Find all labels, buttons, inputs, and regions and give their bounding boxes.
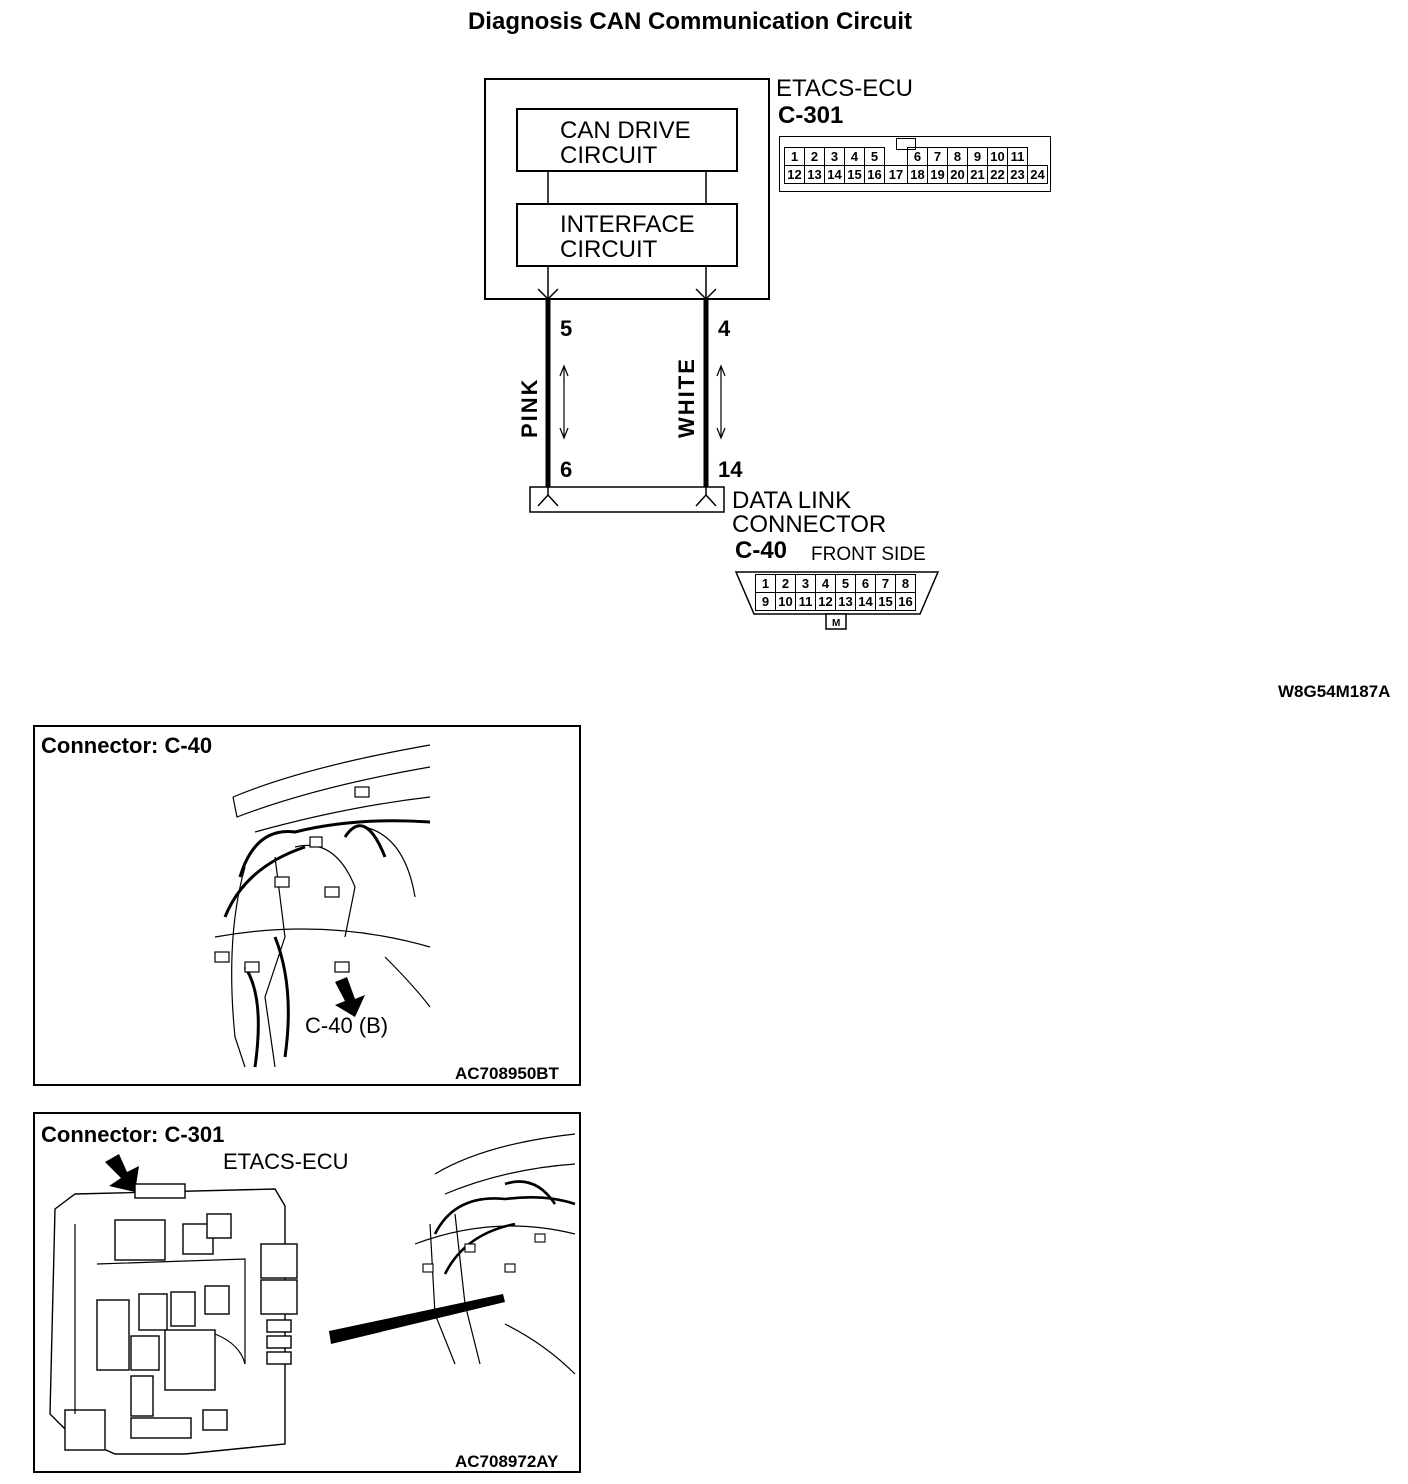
c301-pin-21: 21: [967, 165, 988, 184]
panel1-title: Connector: C-40: [41, 733, 213, 758]
c301-pin-19: 19: [927, 165, 948, 184]
panel2-code: AC708972AY: [455, 1452, 559, 1471]
panel2-title: Connector: C-301: [41, 1122, 225, 1147]
wedge-pointer-icon: [329, 1294, 505, 1344]
c40-pin-5: 5: [835, 574, 856, 593]
c40-pin-15: 15: [875, 592, 896, 611]
bidirectional-arrow-left-icon: [559, 364, 569, 440]
c40-pin-1: 1: [755, 574, 776, 593]
ecu-connector-label: C-301: [778, 102, 844, 129]
connector-c40-panel: Connector: C-40: [33, 725, 581, 1086]
c40-pin-6: 6: [855, 574, 876, 593]
c40-pin-7: 7: [875, 574, 896, 593]
dlc-connector-label: C-40: [735, 537, 788, 564]
pointer-arrow-icon: [335, 977, 365, 1017]
wiring-diagram: PINK WHITE 5 4 6 14 M: [517, 172, 940, 630]
c301-pin-12: 12: [784, 165, 805, 184]
c40-pin-2: 2: [775, 574, 796, 593]
c40-key-label: M: [832, 618, 840, 629]
bidirectional-arrow-right-icon: [716, 364, 726, 440]
pin-4-label: 4: [718, 316, 731, 341]
can-drive-circuit-block: CAN DRIVE CIRCUIT: [516, 108, 738, 172]
dlc-box: [529, 486, 725, 513]
pin-5-label: 5: [560, 316, 572, 341]
ecu-terminal-left-icon: [537, 288, 559, 301]
c40-pin-16: 16: [895, 592, 916, 611]
etacs-ecu-illustration: [49, 1133, 576, 1455]
c40-callout-label: C-40 (B): [305, 1013, 389, 1038]
c301-pin-13: 13: [804, 165, 825, 184]
figure-code: W8G54M187A: [1278, 682, 1391, 701]
c40-pin-3: 3: [795, 574, 816, 593]
c40-pin-12: 12: [815, 592, 836, 611]
panel1-code: AC708950BT: [455, 1064, 559, 1083]
pin-6-label: 6: [560, 457, 572, 482]
dashboard-harness-illustration: [214, 744, 431, 1068]
c40-pin-9: 9: [755, 592, 776, 611]
can-drive-line1: CAN DRIVE: [560, 117, 691, 144]
panel2-ecu-label: ETACS-ECU: [223, 1149, 349, 1174]
c301-pin-16: 16: [864, 165, 885, 184]
c301-pin-17: 17: [884, 165, 908, 184]
ecu-terminal-right-icon: [695, 288, 717, 301]
ecu-name-label: ETACS-ECU: [776, 75, 913, 102]
c40-pin-10: 10: [775, 592, 796, 611]
diagram-title: Diagnosis CAN Communication Circuit: [467, 8, 913, 35]
interface-circuit-block: INTERFACE CIRCUIT: [516, 203, 738, 267]
c301-pin-14: 14: [824, 165, 845, 184]
c301-pin-18: 18: [907, 165, 928, 184]
c301-pin-23: 23: [1007, 165, 1028, 184]
interface-line1: INTERFACE: [560, 211, 695, 238]
c40-pin-4: 4: [815, 574, 836, 593]
c301-pin-24: 24: [1027, 165, 1048, 184]
can-drive-line2: CIRCUIT: [560, 142, 658, 169]
c40-pin-14: 14: [855, 592, 876, 611]
white-wire-label: WHITE: [674, 357, 699, 438]
connector-c301-panel: Connector: C-301 ETACS-ECU: [33, 1112, 581, 1473]
front-side-label: FRONT SIDE: [811, 544, 926, 565]
c40-pin-13: 13: [835, 592, 856, 611]
c40-key-tab: [825, 613, 847, 630]
pin-14-label: 14: [718, 457, 743, 482]
c301-pin-22: 22: [987, 165, 1008, 184]
ecu-pointer-arrow-icon: [105, 1154, 139, 1192]
c40-pin-8: 8: [895, 574, 916, 593]
c40-pin-11: 11: [795, 592, 816, 611]
dlc-name-line1: DATA LINK: [732, 487, 852, 514]
pink-wire-label: PINK: [517, 377, 542, 438]
interface-line2: CIRCUIT: [560, 236, 658, 263]
dlc-name-line2: CONNECTOR: [732, 511, 887, 538]
